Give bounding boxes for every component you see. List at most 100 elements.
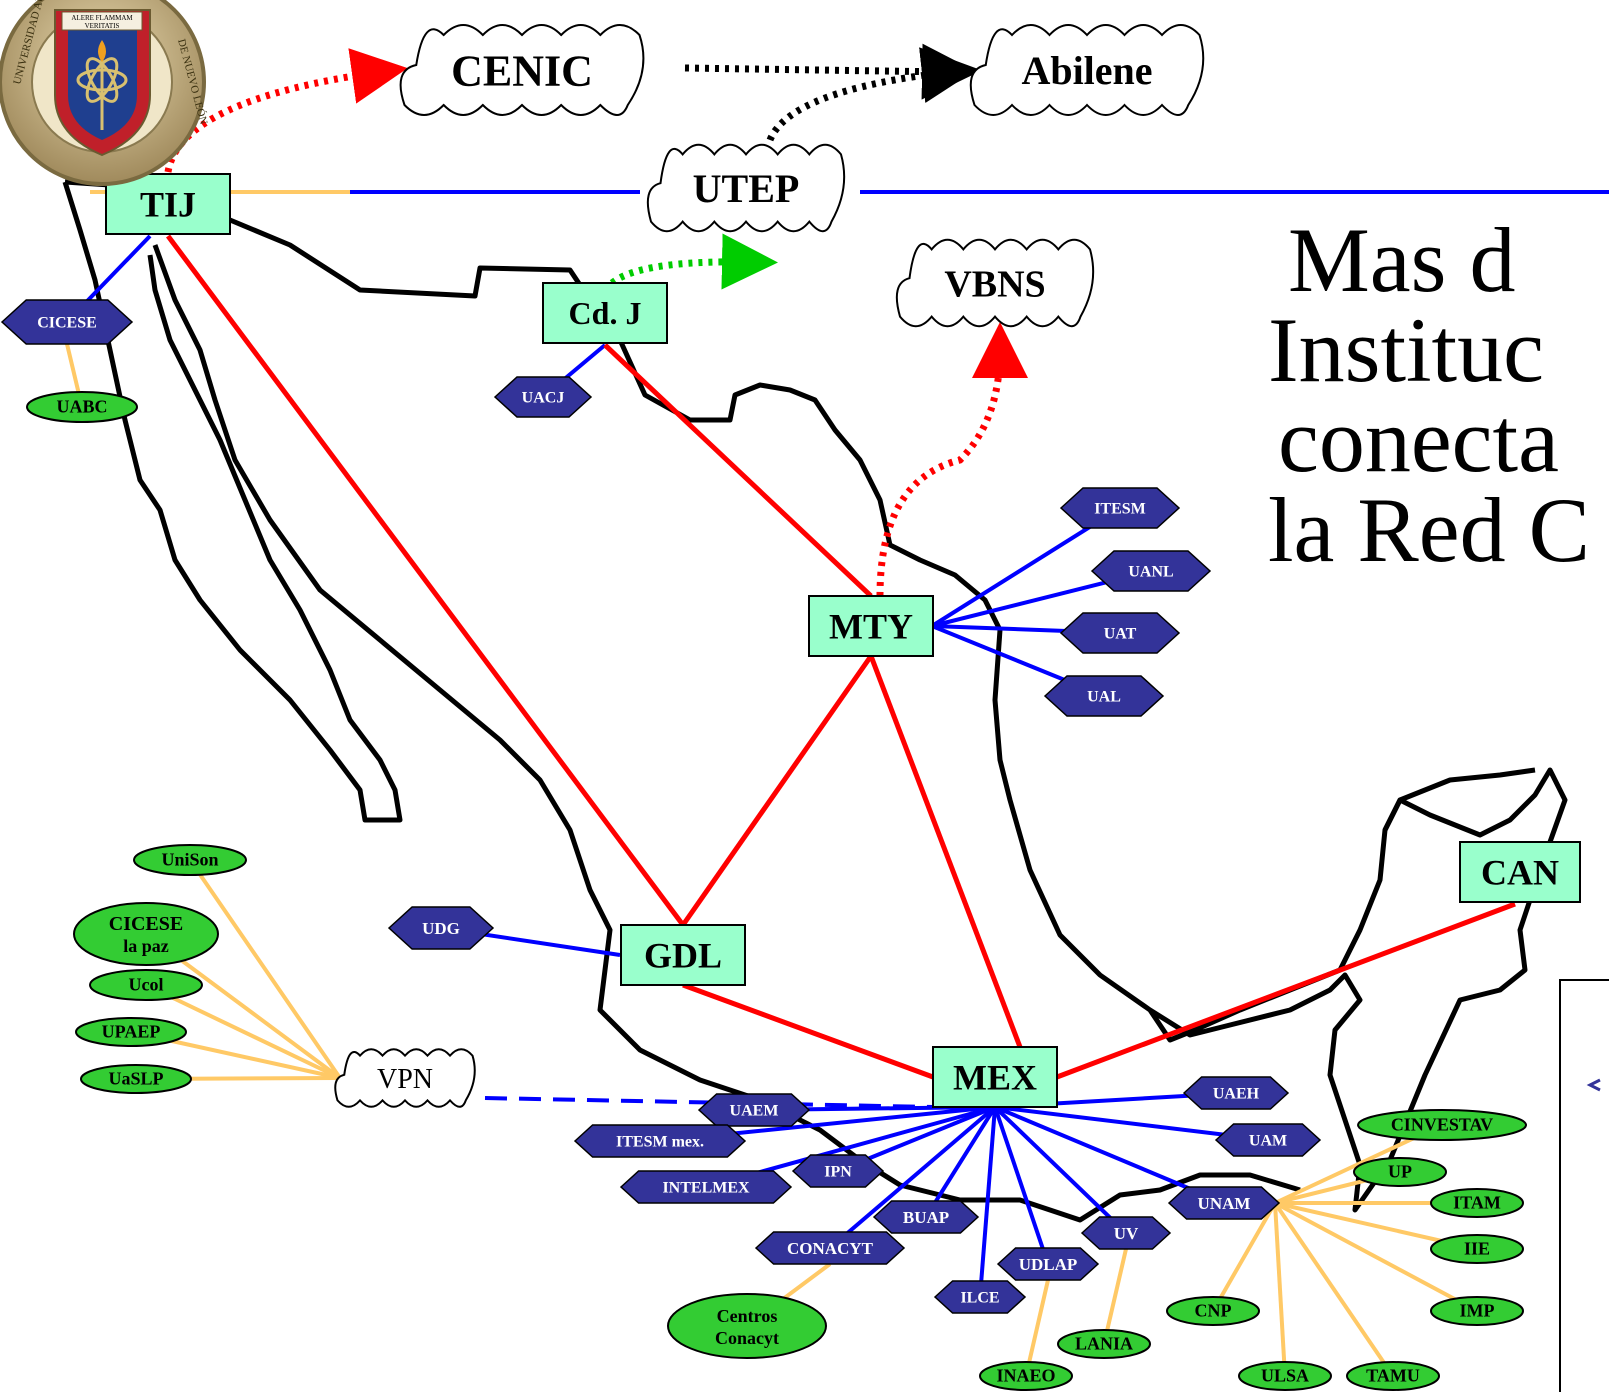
ellipse-shape [1430,1188,1524,1218]
hub-label: MTY [829,607,913,647]
flame-icon [98,40,106,62]
institution-uaeh[interactable]: UAEH [1182,1076,1290,1110]
hexagon-shape [493,376,593,418]
institution-uv[interactable]: UV [1080,1216,1172,1250]
member-link [188,858,342,1080]
member-link [1102,1248,1128,1345]
institution-label: UAL [1087,689,1121,706]
member-uaslp[interactable]: UaSLP [80,1064,192,1094]
ellipse-shape [1057,1329,1151,1359]
member-ulsa[interactable]: ULSA [1238,1361,1332,1391]
baja-west-coast [62,181,403,823]
member-label: CICESE [109,913,183,935]
ellipse-shape [1353,1157,1447,1187]
institution-intelmex[interactable]: INTELMEX [619,1170,793,1204]
hub-label: MEX [953,1058,1037,1098]
hexagon-shape [1059,487,1181,529]
institution-udlap[interactable]: UDLAP [996,1247,1100,1281]
cloud-vpn: VPN [334,1048,476,1108]
institution-uanl[interactable]: UANL [1090,550,1212,592]
institution-ilce[interactable]: ILCE [933,1280,1027,1314]
institution-label: UAEH [1213,1086,1260,1103]
institution-uacj[interactable]: UACJ [493,376,593,418]
member-label: IIE [1464,1239,1490,1259]
hexagon-shape [619,1170,793,1204]
member-link [1273,1202,1287,1377]
member-unison[interactable]: UniSon [133,844,247,876]
institution-cicese[interactable]: CICESE [0,299,134,345]
logo-motto-line2: VERITATIS [85,22,120,30]
institution-label: UAM [1249,1133,1287,1150]
member-lania[interactable]: LANIA [1057,1329,1151,1359]
member-upaep[interactable]: UPAEP [75,1017,187,1047]
institution-label: UANL [1128,564,1173,581]
hub-nodes: TIJ Cd. J MTY GDL MEX CAN [105,173,1581,1108]
institution-conacyt[interactable]: CONACYT [754,1231,906,1265]
member-itam[interactable]: ITAM [1430,1188,1524,1218]
backbone-link [680,654,874,927]
institution-link [924,1105,997,1219]
member-tamu[interactable]: TAMU [1346,1361,1440,1391]
cloud-label: UTEP [693,166,800,211]
ellipse-shape [73,902,219,966]
institution-ipn[interactable]: IPN [791,1154,885,1188]
member-label: UPAEP [102,1022,161,1042]
institution-link [978,1106,997,1298]
hexagon-shape [754,1231,906,1265]
member-link [1274,1201,1478,1313]
external-link-utep-abilene [766,47,978,142]
institution-unam[interactable]: UNAM [1167,1186,1281,1220]
institution-udg[interactable]: UDG [387,906,495,950]
institution-buap[interactable]: BUAP [872,1200,980,1234]
pacific-coast [152,244,1301,1223]
ellipse-shape [1238,1361,1332,1391]
cloud-abilene: Abilene [969,24,1205,116]
institution-uam[interactable]: UAM [1214,1123,1322,1157]
backbone-link [868,655,1023,1048]
institution-label: CICESE [37,315,97,332]
hexagon-shape [1214,1123,1322,1157]
member-label: ITAM [1453,1193,1501,1213]
member-iie[interactable]: IIE [1430,1234,1524,1264]
hub-gdl[interactable]: GDL [620,924,746,986]
member-label: Ucol [129,975,164,995]
institution-ual[interactable]: UAL [1043,675,1165,717]
ellipse-shape [80,1064,192,1094]
hub-tij[interactable]: TIJ [105,173,231,235]
member-imp[interactable]: IMP [1430,1296,1524,1326]
institution-label: UNAM [1198,1194,1251,1213]
member-cinvestav[interactable]: CINVESTAV [1357,1109,1527,1141]
member-cnp[interactable]: CNP [1166,1296,1260,1326]
institution-label: CONACYT [787,1239,874,1258]
institution-uat[interactable]: UAT [1059,612,1181,654]
member-label: TAMU [1366,1366,1420,1386]
institution-itesm[interactable]: ITESM [1059,487,1181,529]
cloud-shape [334,1048,476,1108]
member-ucol[interactable]: Ucol [89,969,203,1001]
member-uabc[interactable]: UABC [26,391,138,423]
hub-can[interactable]: CAN [1459,841,1581,903]
member-label: Conacyt [715,1328,779,1348]
cloud-label: Abilene [1021,48,1152,93]
institution-label: UV [1114,1224,1139,1243]
mainland-coast [64,179,1568,1213]
cloud-shape [646,143,846,233]
hub-mty[interactable]: MTY [808,595,934,657]
cloud-vbns: VBNS [895,238,1095,328]
ellipse-shape [1166,1296,1260,1326]
torch-icon [76,57,128,130]
title-line: la Red C [1268,479,1590,581]
member-inaeo[interactable]: INAEO [979,1361,1073,1391]
institution-uaem[interactable]: UAEM [697,1093,811,1127]
member-up[interactable]: UP [1353,1157,1447,1187]
hub-mex[interactable]: MEX [932,1046,1058,1108]
institution-itesmmex[interactable]: ITESM mex. [573,1124,747,1158]
cloud-label: CENIC [451,46,593,95]
hub-cdj[interactable]: Cd. J [542,282,668,344]
title-line: conecta [1278,389,1559,491]
member-link [145,983,341,1080]
